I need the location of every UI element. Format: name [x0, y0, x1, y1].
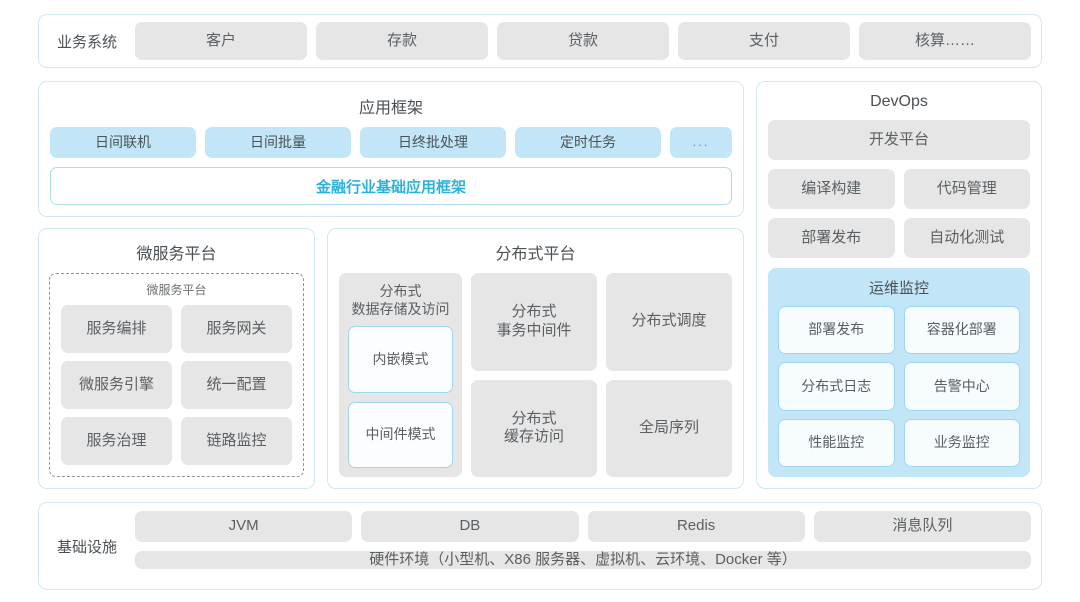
business-system-item[interactable]: 支付 [678, 22, 850, 60]
platform-middle-area: 应用框架 日间联机 日间批量 日终批处理 定时任务 ... 金融行业基础应用框架… [38, 81, 1042, 489]
microservice-item[interactable]: 服务网关 [181, 305, 292, 353]
hardware-environment-item[interactable]: 硬件环境（小型机、X86 服务器、虚拟机、云环境、Docker 等） [135, 550, 1031, 570]
distributed-storage-group: 分布式 数据存储及访问 内嵌模式 中间件模式 [339, 273, 462, 477]
devops-pair-row: 部署发布 自动化测试 [768, 218, 1030, 258]
ops-monitor-item[interactable]: 部署发布 [778, 306, 895, 355]
microservice-platform-inner-box: 微服务平台 服务编排 服务网关 微服务引擎 统一配置 服务治理 链路监控 [49, 273, 304, 477]
app-framework-item[interactable]: 日间批量 [205, 127, 351, 158]
distributed-platform-title: 分布式平台 [495, 246, 576, 263]
distributed-storage-mode[interactable]: 内嵌模式 [348, 326, 453, 393]
devops-item[interactable]: 自动化测试 [903, 218, 1030, 258]
distributed-storage-mode[interactable]: 中间件模式 [348, 401, 453, 468]
app-framework-item[interactable]: 日终批处理 [360, 127, 506, 158]
application-framework-title: 应用框架 [358, 100, 423, 117]
app-framework-more-item[interactable]: ... [670, 127, 732, 158]
distributed-item[interactable]: 分布式调度 [606, 273, 732, 371]
ops-monitor-item[interactable]: 业务监控 [903, 418, 1020, 467]
microservice-item[interactable]: 微服务引擎 [61, 361, 172, 409]
application-framework-chips: 日间联机 日间批量 日终批处理 定时任务 ... [50, 127, 732, 158]
distributed-platform-panel: 分布式平台 分布式 数据存储及访问 内嵌模式 中间件模式 分布式 事务中间件 分… [327, 228, 744, 489]
devops-platform-item[interactable]: 开发平台 [768, 120, 1030, 160]
ops-monitor-item[interactable]: 告警中心 [903, 362, 1020, 411]
ops-monitor-block: 运维监控 部署发布 容器化部署 分布式日志 告警中心 性能监控 业务监控 [768, 268, 1030, 477]
devops-item[interactable]: 编译构建 [768, 169, 895, 209]
infrastructure-item[interactable]: 消息队列 [813, 510, 1031, 542]
devops-column: DevOps 开发平台 编译构建 代码管理 部署发布 自动化测试 运维监控 部署… [756, 81, 1042, 489]
ops-monitor-grid: 部署发布 容器化部署 分布式日志 告警中心 性能监控 业务监控 [778, 306, 1020, 467]
devops-item[interactable]: 部署发布 [768, 218, 895, 258]
microservice-items-grid: 服务编排 服务网关 微服务引擎 统一配置 服务治理 链路监控 [61, 305, 292, 465]
ops-monitor-item[interactable]: 性能监控 [778, 418, 895, 467]
microservice-platform-panel: 微服务平台 微服务平台 服务编排 服务网关 微服务引擎 统一配置 服务治理 链路… [38, 228, 315, 489]
infrastructure-item[interactable]: JVM [135, 510, 353, 542]
infrastructure-label: 基础设施 [56, 538, 117, 556]
app-framework-item[interactable]: 定时任务 [515, 127, 661, 158]
business-systems-row: 业务系统 客户 存款 贷款 支付 核算…… [38, 14, 1042, 68]
infrastructure-stack: JVM DB Redis 消息队列 硬件环境（小型机、X86 服务器、虚拟机、云… [135, 510, 1031, 582]
microservice-item[interactable]: 服务编排 [61, 305, 172, 353]
application-framework-panel: 应用框架 日间联机 日间批量 日终批处理 定时任务 ... 金融行业基础应用框架 [38, 81, 744, 217]
distributed-item[interactable]: 全局序列 [606, 379, 732, 477]
ops-monitor-item[interactable]: 分布式日志 [778, 362, 895, 411]
microservice-platform-inner-title: 微服务平台 [146, 283, 207, 297]
business-system-item[interactable]: 存款 [316, 22, 488, 60]
microservice-item[interactable]: 服务治理 [61, 417, 172, 465]
platform-left-column: 应用框架 日间联机 日间批量 日终批处理 定时任务 ... 金融行业基础应用框架… [38, 81, 744, 489]
distributed-item[interactable]: 分布式 事务中间件 [471, 273, 597, 371]
infrastructure-row: 基础设施 JVM DB Redis 消息队列 硬件环境（小型机、X86 服务器、… [38, 502, 1042, 590]
devops-panel: DevOps 开发平台 编译构建 代码管理 部署发布 自动化测试 运维监控 部署… [756, 81, 1042, 489]
infrastructure-items-row: JVM DB Redis 消息队列 [135, 510, 1031, 542]
microservice-item[interactable]: 链路监控 [181, 417, 292, 465]
ops-monitor-item[interactable]: 容器化部署 [903, 306, 1020, 355]
distributed-storage-title: 分布式 数据存储及访问 [351, 283, 450, 317]
distributed-items-grid: 分布式 事务中间件 分布式调度 分布式 缓存访问 全局序列 [471, 273, 732, 477]
hardware-environment-row: 硬件环境（小型机、X86 服务器、虚拟机、云环境、Docker 等） [135, 550, 1031, 582]
business-system-item[interactable]: 核算…… [859, 22, 1031, 60]
business-system-item[interactable]: 贷款 [497, 22, 669, 60]
distributed-item[interactable]: 分布式 缓存访问 [471, 379, 597, 477]
devops-pair-row: 编译构建 代码管理 [768, 169, 1030, 209]
devops-title: DevOps [870, 93, 928, 110]
distributed-platform-body: 分布式 数据存储及访问 内嵌模式 中间件模式 分布式 事务中间件 分布式调度 分… [339, 273, 732, 477]
platform-lower-row: 微服务平台 微服务平台 服务编排 服务网关 微服务引擎 统一配置 服务治理 链路… [38, 228, 744, 489]
business-systems-chips: 客户 存款 贷款 支付 核算…… [135, 22, 1031, 60]
devops-item[interactable]: 代码管理 [903, 169, 1030, 209]
business-system-item[interactable]: 客户 [135, 22, 307, 60]
infrastructure-item[interactable]: Redis [587, 510, 805, 542]
microservice-item[interactable]: 统一配置 [181, 361, 292, 409]
ops-monitor-title: 运维监控 [868, 280, 929, 297]
infrastructure-item[interactable]: DB [361, 510, 579, 542]
app-framework-item[interactable]: 日间联机 [50, 127, 196, 158]
microservice-platform-title: 微服务平台 [136, 246, 217, 263]
finance-base-framework-band: 金融行业基础应用框架 [50, 167, 732, 205]
business-systems-label: 业务系统 [56, 33, 117, 51]
